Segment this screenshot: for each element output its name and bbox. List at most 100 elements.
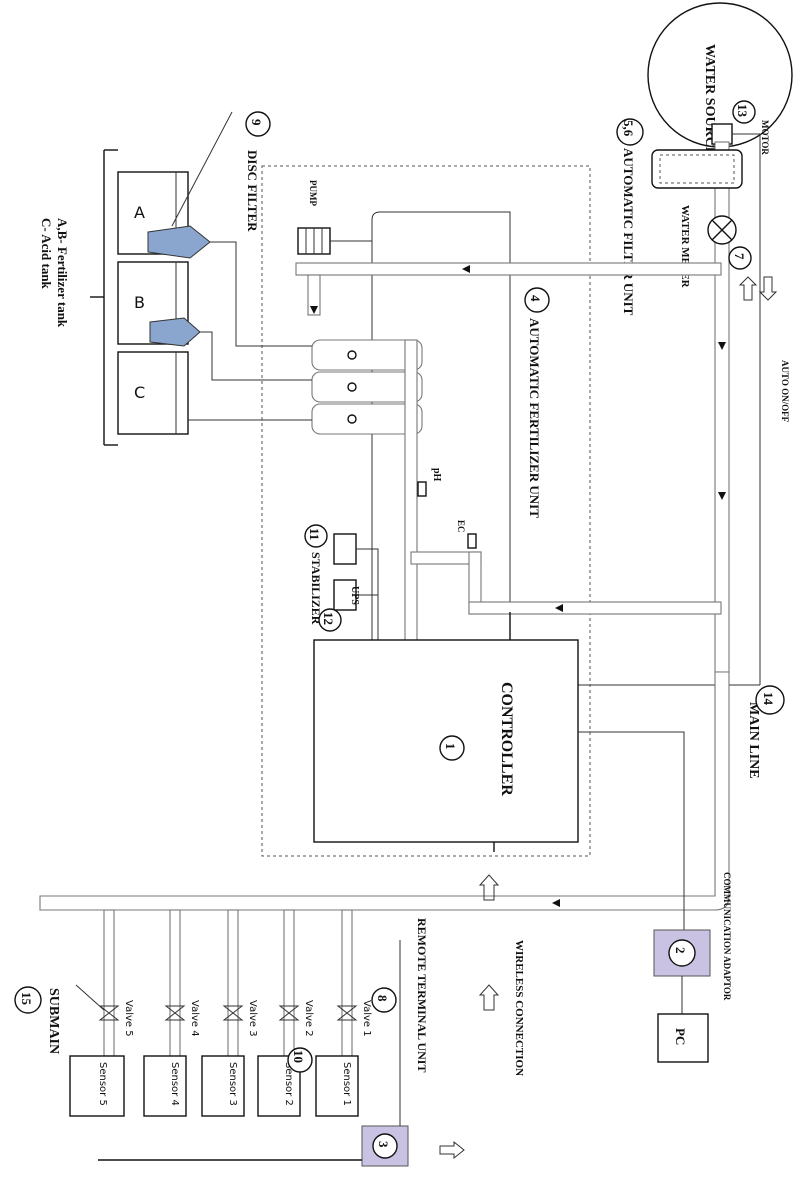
disc-filter-a — [147, 225, 211, 259]
tank-a-label: A — [134, 203, 145, 222]
valve-1-label: Valve 1 — [361, 1000, 372, 1037]
callout-14-label: 14 — [761, 692, 776, 706]
ph-sensor — [417, 481, 427, 497]
filter-element — [659, 154, 735, 184]
disc-filter-b — [149, 317, 201, 347]
flow-arrow-main-2 — [718, 492, 726, 500]
injector-c-valve — [347, 414, 357, 424]
pump-drop-pipe — [307, 274, 321, 316]
callout-9-label: 9 — [249, 119, 264, 126]
tank-c — [117, 351, 189, 435]
valve-3-label: Valve 3 — [247, 1000, 258, 1037]
callout-2-label: 2 — [673, 947, 688, 954]
wireless-arrow-right-icon — [439, 1140, 465, 1160]
submain-label: SUBMAIN — [46, 988, 61, 1054]
callout-9 — [245, 111, 271, 137]
sensor-3-label: Sensor 3 — [227, 1062, 238, 1106]
remote-terminal-unit-label: REMOTE TERMINAL UNIT — [415, 918, 429, 1072]
mixing-tank — [371, 211, 511, 641]
callout-10-label: 10 — [291, 1050, 306, 1063]
injector-c — [311, 403, 423, 435]
flow-arrow-main-1 — [718, 342, 726, 350]
valve-2-label: Valve 2 — [303, 1000, 314, 1037]
flow-arrow-return — [555, 604, 563, 612]
sensor-5-label: Sensor 5 — [97, 1062, 108, 1106]
wireless-arrow-mid-icon — [478, 984, 500, 1011]
automatic-filter-unit-label: AUTOMATIC FILTER UNIT — [621, 148, 636, 316]
arrow-up-icon — [738, 276, 758, 301]
pc-box — [657, 1013, 709, 1063]
sensor-1-label: Sensor 1 — [341, 1062, 352, 1106]
lateral-4: Valve 4 Sensor 4 — [143, 909, 200, 1117]
communication-adaptor-label: COMMUNICATION ADAPTOR — [722, 872, 732, 1001]
callout-3 — [372, 1133, 398, 1159]
disc-filter-leader — [171, 111, 233, 227]
ph-label: pH — [431, 468, 442, 482]
lateral-3: Valve 3 Sensor 3 — [201, 909, 258, 1117]
callout-13-label: 13 — [735, 104, 750, 118]
injector-a-valve — [347, 350, 357, 360]
callout-7 — [728, 246, 752, 270]
injector-b — [311, 371, 423, 403]
callout-3-label: 3 — [376, 1141, 391, 1148]
callout-2 — [668, 939, 696, 967]
main-line-label: MAIN LINE — [746, 702, 761, 779]
arrow-down-icon — [758, 276, 778, 301]
callout-11-label: 11 — [307, 528, 322, 540]
ups-label: UPS — [349, 586, 360, 605]
water-meter-label: WATER METER — [679, 205, 691, 289]
stabilizer-wire — [356, 548, 379, 640]
flow-arrow-submain — [552, 899, 560, 907]
disc-filter-label: DISC FILTER — [245, 150, 260, 232]
callout-11 — [304, 524, 328, 548]
motor-box — [711, 123, 733, 145]
sensor-4-box — [143, 1055, 187, 1117]
callout-13 — [732, 100, 756, 124]
callout-14 — [755, 685, 785, 715]
motor-label: MOTOR — [760, 120, 770, 155]
callout-5-6 — [616, 118, 644, 146]
tank-c-label: C — [134, 383, 145, 402]
callout-8 — [371, 987, 397, 1013]
valve-5-label: Valve 5 — [123, 1000, 134, 1037]
sensor-3-box — [201, 1055, 245, 1117]
submain-leader — [75, 984, 105, 1011]
ec-label: EC — [456, 520, 466, 533]
stabilizer-box — [333, 533, 357, 565]
sensor-1-box — [315, 1055, 359, 1117]
flow-arrow-pump-drop — [310, 306, 318, 314]
wireless-connection-label: WIRELESS CONNECTION — [513, 940, 525, 1076]
fertilizer-tank-legend: A,B- Fertilizer tank — [55, 218, 70, 328]
return-to-main-pipe — [468, 601, 722, 615]
callout-12 — [318, 608, 342, 632]
callout-7-label: 7 — [732, 253, 747, 260]
water-meter-cross-b — [711, 219, 733, 241]
auto-on-off-label: AUTO ON/OFF — [780, 360, 790, 423]
callout-5-6-label: 5,6 — [621, 120, 636, 137]
automatic-filter-unit-body — [651, 149, 743, 189]
suction-line-b — [200, 331, 312, 381]
injector-b-valve — [347, 382, 357, 392]
callout-4-label: 4 — [528, 295, 543, 302]
controller-label: CONTROLLER — [498, 682, 515, 796]
lateral-2: Valve 2 Sensor 2 — [257, 909, 314, 1117]
stabilizer-label: STABILIZER — [309, 552, 323, 625]
wireless-arrow-up-icon — [478, 874, 500, 901]
callout-1 — [439, 735, 465, 761]
flow-arrow-inlet — [462, 265, 470, 273]
valve-4-label: Valve 4 — [189, 1000, 200, 1037]
main-to-submain-pipe — [39, 671, 730, 911]
injector-a — [311, 339, 423, 371]
ec-sensor — [467, 533, 477, 549]
lateral-1: Valve 1 Sensor 1 — [315, 909, 372, 1117]
lateral-5: Valve 5 Sensor 5 — [69, 909, 134, 1117]
suction-line-a — [210, 241, 312, 347]
callout-4 — [524, 287, 550, 313]
callout-10 — [287, 1047, 313, 1073]
pc-label: PC — [673, 1028, 688, 1045]
callout-12-label: 12 — [321, 612, 336, 625]
acid-tank-legend: C- Acid tank — [39, 218, 54, 290]
controller-to-adaptor-wire — [578, 731, 685, 930]
callout-15-label: 15 — [19, 992, 34, 1006]
